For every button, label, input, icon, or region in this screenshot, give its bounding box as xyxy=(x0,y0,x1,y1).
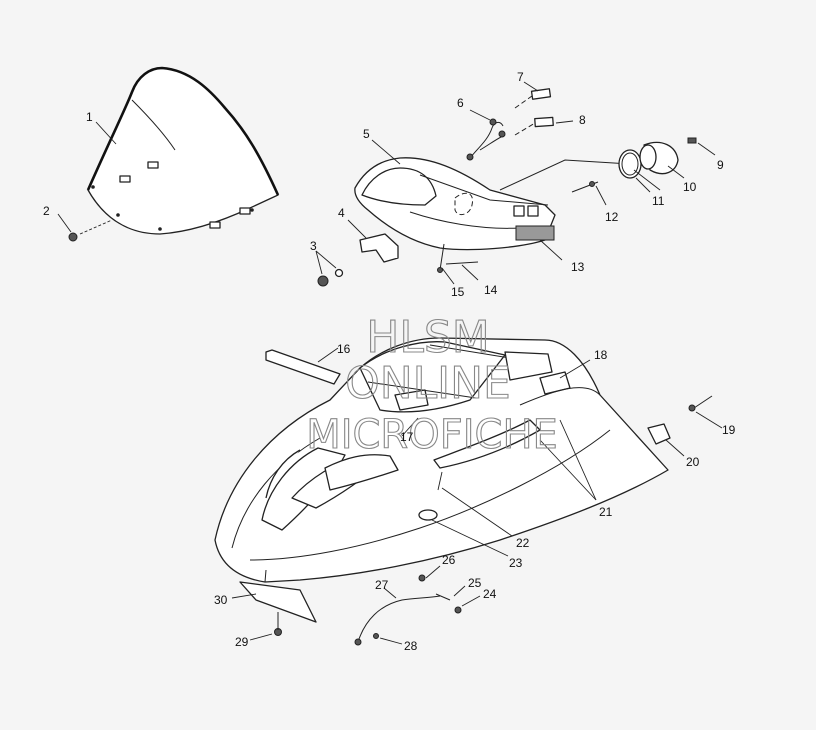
callout-24: 24 xyxy=(483,587,497,601)
pod-screw xyxy=(571,181,607,206)
lower-hardware xyxy=(354,565,481,646)
gauge-assembly xyxy=(499,137,716,193)
watermark-line-3: MICROFICHE xyxy=(306,412,558,458)
watermark-line-2: ONLINE xyxy=(345,358,511,409)
callout-26: 26 xyxy=(442,553,456,567)
callout-3: 3 xyxy=(310,239,317,253)
callout-7: 7 xyxy=(517,70,524,84)
headlight-plug xyxy=(688,395,723,429)
callout-25: 25 xyxy=(468,576,482,590)
callout-12: 12 xyxy=(605,210,619,224)
connector-8 xyxy=(514,116,574,136)
callout-29: 29 xyxy=(235,635,249,649)
windshield xyxy=(86,66,280,235)
lower-bracket xyxy=(231,581,317,641)
callout-19: 19 xyxy=(722,423,736,437)
leader-5 xyxy=(371,139,401,165)
callout-13: 13 xyxy=(571,260,585,274)
callout-5: 5 xyxy=(363,127,370,141)
callout-17: 17 xyxy=(400,430,414,444)
callout-1: 1 xyxy=(86,110,93,124)
instrument-pod xyxy=(354,157,556,251)
leader-1 xyxy=(95,121,117,145)
nut-and-washer xyxy=(315,250,344,287)
callout-21: 21 xyxy=(599,505,613,519)
callout-14: 14 xyxy=(484,283,498,297)
callout-23: 23 xyxy=(509,556,523,570)
leader-11b xyxy=(633,169,661,191)
callout-2: 2 xyxy=(43,204,50,218)
callout-labels: 1 2 3 4 5 6 7 8 9 10 11 12 13 14 15 16 1… xyxy=(43,70,736,653)
callout-8: 8 xyxy=(579,113,586,127)
decal-strip xyxy=(265,347,341,385)
callout-28: 28 xyxy=(404,639,418,653)
mount-bracket xyxy=(347,219,399,263)
hood xyxy=(214,337,669,583)
callout-20: 20 xyxy=(686,455,700,469)
connector-7 xyxy=(514,81,552,109)
callout-10: 10 xyxy=(683,180,697,194)
watermark: HLSM ONLINE MICROFICHE xyxy=(306,311,559,458)
callout-9: 9 xyxy=(717,158,724,172)
callout-6: 6 xyxy=(457,96,464,110)
foam-pad xyxy=(515,225,563,261)
callout-27: 27 xyxy=(375,578,389,592)
callout-18: 18 xyxy=(594,348,608,362)
wiring-harness xyxy=(466,109,506,161)
callout-4: 4 xyxy=(338,206,345,220)
callout-16: 16 xyxy=(337,342,351,356)
pin-and-bolt xyxy=(437,243,479,285)
callout-30: 30 xyxy=(214,593,228,607)
callout-22: 22 xyxy=(516,536,530,550)
headlight-cover xyxy=(647,423,685,457)
windshield-screw xyxy=(57,213,113,242)
callout-15: 15 xyxy=(451,285,465,299)
watermark-line-1: HLSM xyxy=(366,312,490,363)
callout-11: 11 xyxy=(652,194,665,208)
